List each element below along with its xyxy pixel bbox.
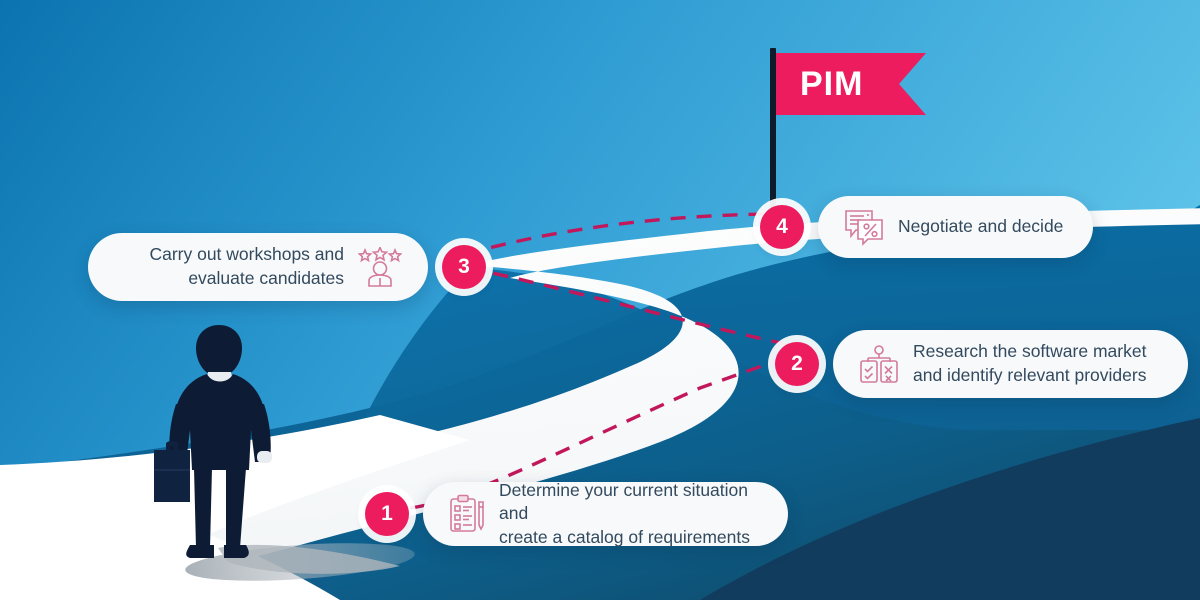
- two-clipboards-check-cross-icon: [860, 345, 898, 383]
- step-3-bubble[interactable]: Carry out workshops and evaluate candida…: [88, 233, 428, 301]
- step-4-text: Negotiate and decide: [898, 216, 1064, 237]
- step-4[interactable]: 4 Negotiate and decide: [760, 196, 1093, 258]
- figure-shadow-core: [218, 544, 400, 574]
- step-1-badge[interactable]: 1: [365, 492, 409, 536]
- step-4-bubble[interactable]: Negotiate and decide: [818, 196, 1093, 258]
- step-1-bubble[interactable]: Determine your current situation and cre…: [423, 480, 788, 547]
- step-2-badge[interactable]: 2: [775, 342, 819, 386]
- step-3-text: Carry out workshops and evaluate candida…: [149, 244, 344, 288]
- step-4-badge[interactable]: 4: [760, 205, 804, 249]
- connector-3-4: [465, 212, 767, 256]
- clipboard-checklist-pencil-icon: [450, 494, 484, 532]
- businessman-silhouette: [154, 325, 272, 558]
- flag-label: PIM: [800, 65, 864, 103]
- person-three-stars-icon: [358, 247, 402, 287]
- step-1[interactable]: 1 Determine your current situation and c…: [365, 480, 788, 547]
- step-3[interactable]: Carry out workshops and evaluate candida…: [88, 233, 486, 301]
- step-2-bubble[interactable]: Research the software market and identif…: [833, 330, 1188, 398]
- speech-bubbles-percent-icon: [845, 210, 883, 246]
- step-2[interactable]: 2 Research the software market and ident…: [775, 330, 1188, 398]
- step-3-badge[interactable]: 3: [442, 245, 486, 289]
- step-1-text: Determine your current situation and cre…: [499, 479, 750, 547]
- connector-2-3: [469, 266, 787, 346]
- cliff-navy-block: [700, 418, 1200, 600]
- pim-milestone-flag: PIM: [770, 48, 950, 218]
- flag-banner: PIM: [776, 53, 926, 115]
- flag-pole: [770, 48, 776, 218]
- winding-road: [0, 208, 1200, 600]
- step-2-text: Research the software market and identif…: [913, 341, 1147, 385]
